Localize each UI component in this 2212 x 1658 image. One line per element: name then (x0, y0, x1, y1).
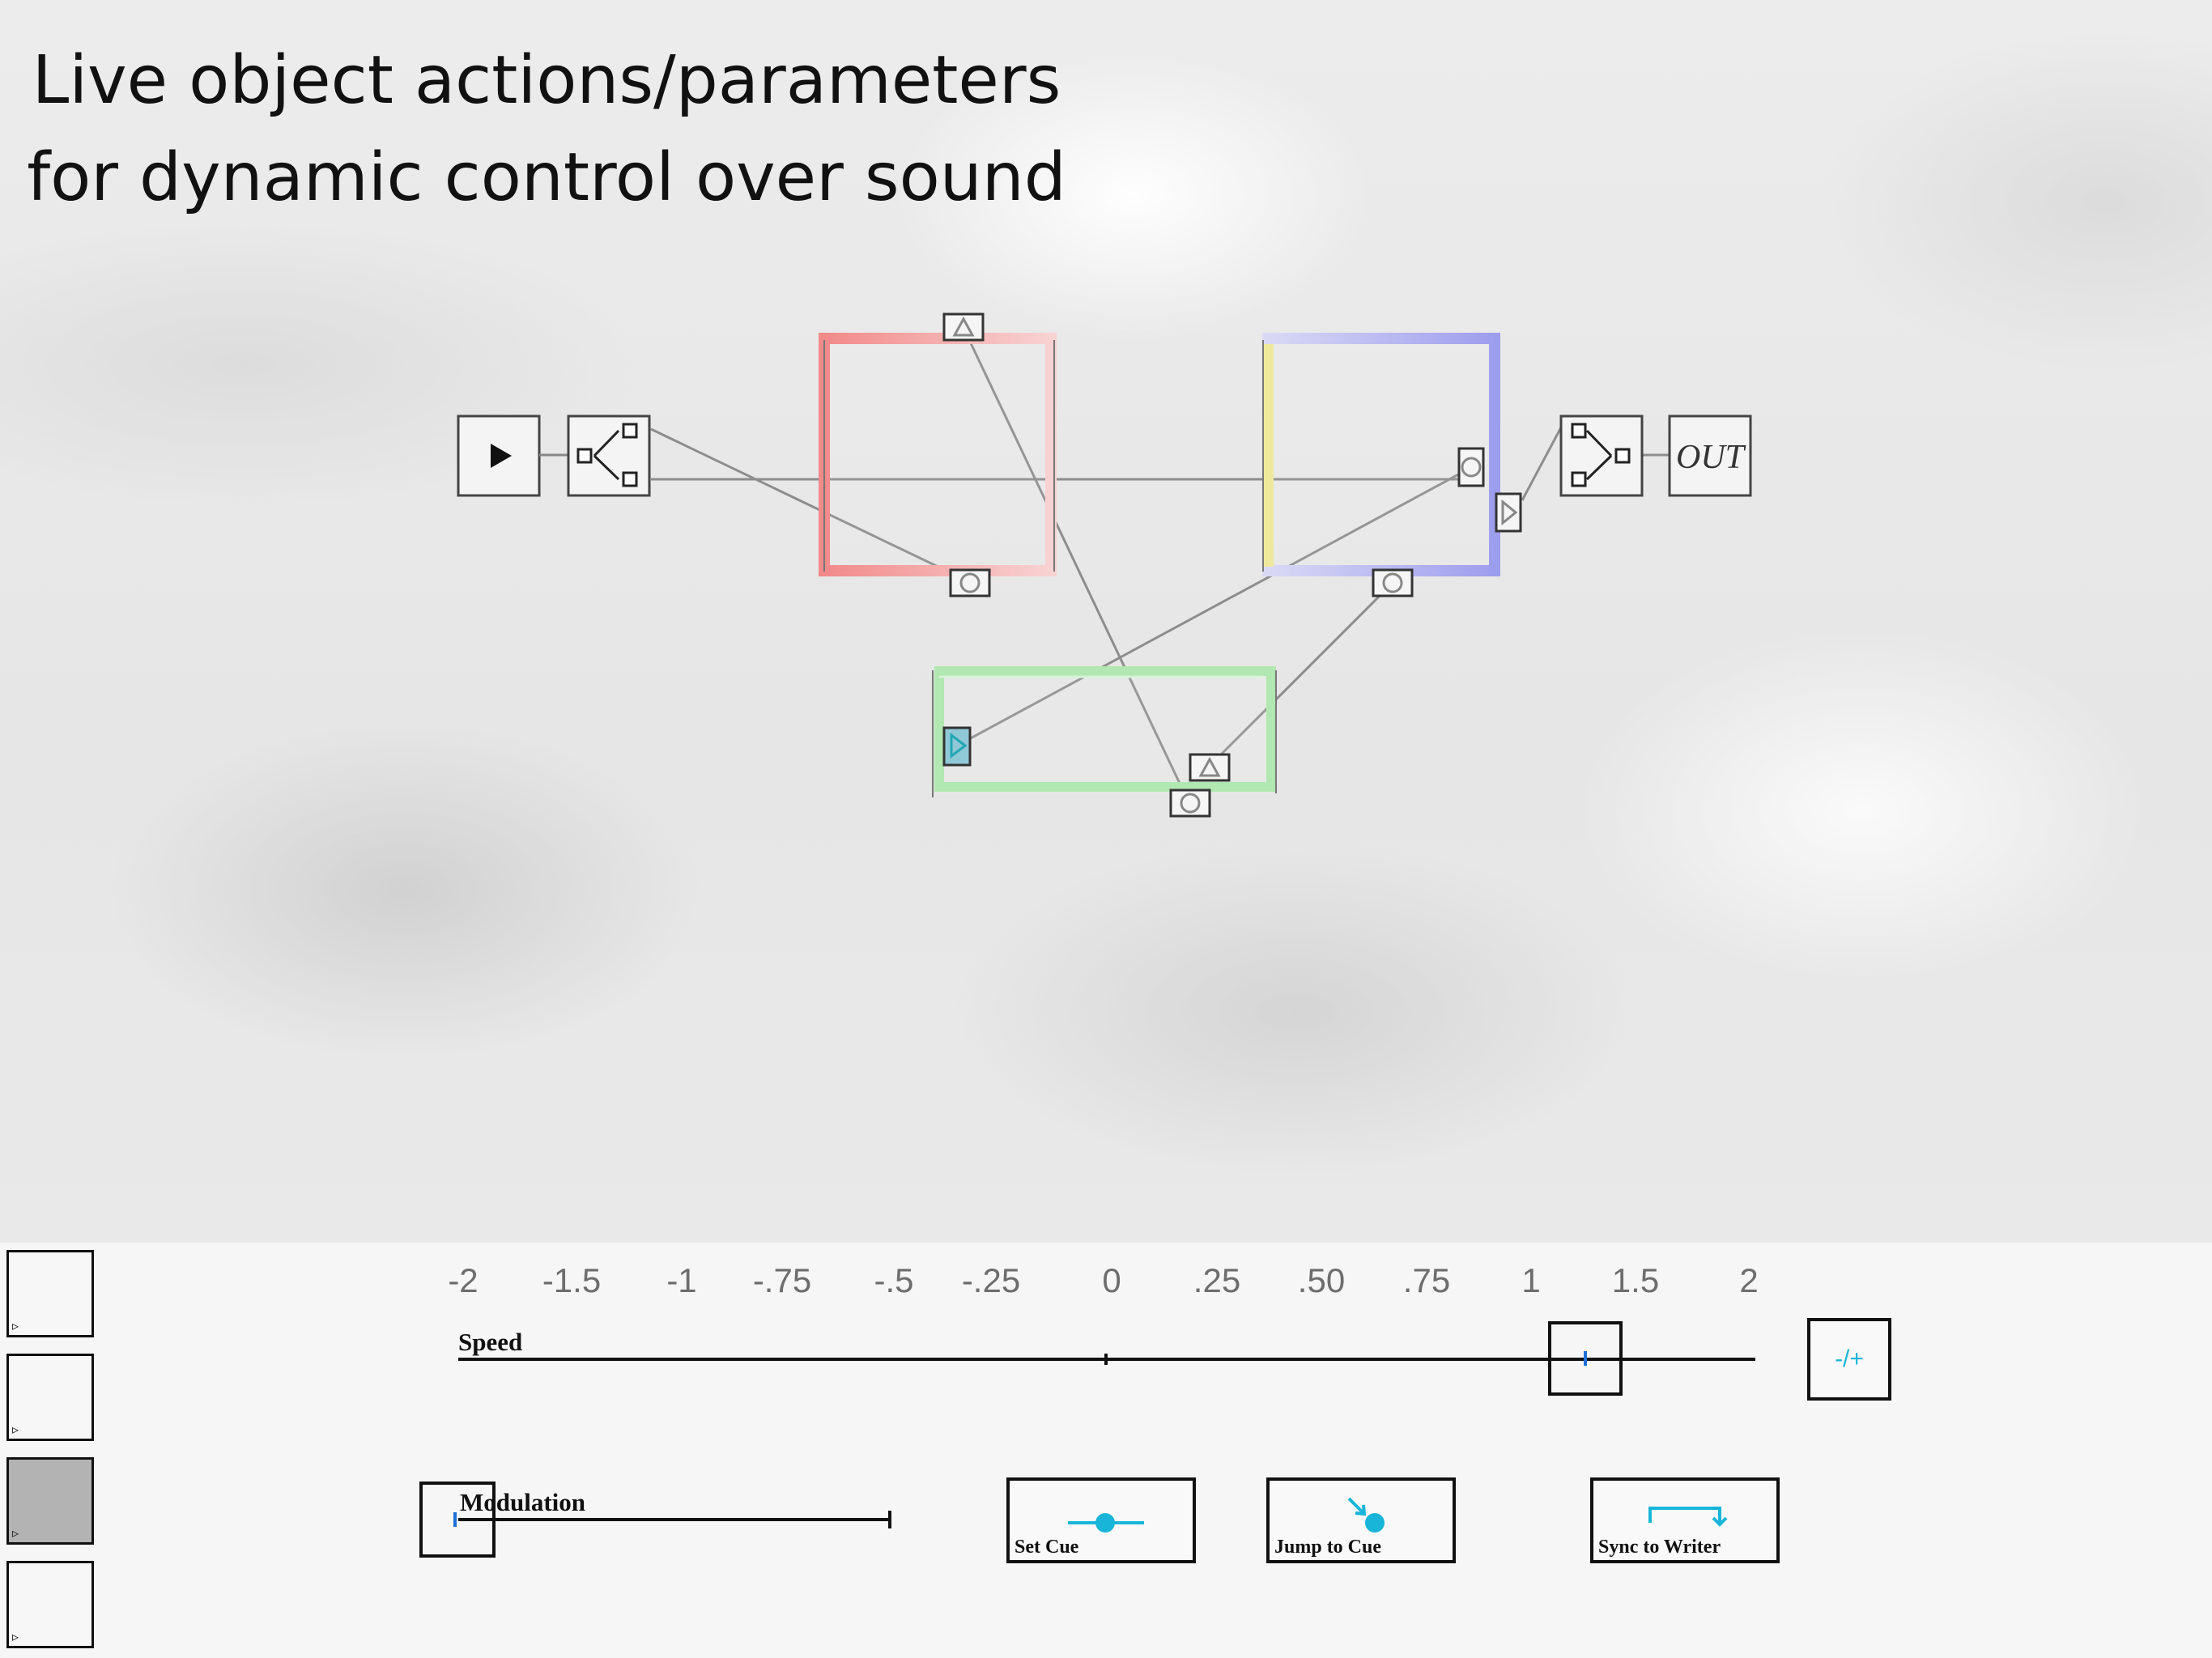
green-module-play-port[interactable] (942, 726, 972, 767)
set-cue-icon (1068, 1513, 1144, 1533)
speed-zero-mark (1104, 1354, 1108, 1365)
green-module-triangle-port[interactable] (1189, 753, 1231, 782)
headline-line-2: for dynamic control over sound (27, 139, 1066, 216)
play-small-icon: ▹ (12, 1318, 19, 1333)
handle-marker (453, 1512, 457, 1527)
speed-tick: -1.5 (542, 1261, 602, 1299)
cable-split-to-red (650, 427, 969, 583)
speed-tick: .25 (1193, 1261, 1241, 1299)
speed-handle[interactable] (1548, 1321, 1623, 1396)
speed-tick: -1 (666, 1261, 697, 1299)
modulation-handle[interactable] (419, 1482, 496, 1558)
control-panel (0, 1243, 2212, 1658)
split-icon (576, 423, 638, 487)
set-cue-button[interactable]: Set Cue (1006, 1477, 1196, 1563)
circle-icon (1382, 572, 1403, 593)
circle-icon (959, 572, 981, 593)
cable-red-to-green (962, 327, 1192, 806)
red-module-circle-port[interactable] (949, 568, 991, 597)
scene-thumbnail-3[interactable]: ▹ (6, 1457, 94, 1545)
modulation-label: Modulation (460, 1488, 586, 1516)
speed-tick: 1.5 (1611, 1261, 1660, 1299)
play-small-icon: ▹ (12, 1629, 19, 1644)
speed-tick: 1 (1521, 1261, 1541, 1299)
patch-cables (650, 327, 1670, 806)
circle-icon (1461, 457, 1482, 478)
play-icon (491, 444, 512, 468)
handle-marker (1584, 1351, 1587, 1366)
speed-tick: 0 (1102, 1261, 1121, 1299)
sync-to-writer-icon (1648, 1507, 1728, 1527)
modulation-end-mark (888, 1511, 891, 1528)
cable-to-merge (1521, 427, 1563, 501)
cable-green-to-yellow (1208, 581, 1394, 767)
blue-module[interactable] (1262, 333, 1500, 576)
set-cue-label: Set Cue (1015, 1537, 1079, 1558)
speed-tick: .50 (1297, 1261, 1346, 1299)
modulation-track[interactable] (458, 1518, 891, 1521)
green-module-circle-port[interactable] (1169, 789, 1211, 818)
scene-thumbnail-1[interactable]: ▹ (6, 1250, 94, 1337)
blue-module-circle-port-right[interactable] (1457, 447, 1485, 487)
green-module[interactable] (932, 666, 1277, 797)
speed-tick: .75 (1402, 1261, 1451, 1299)
cable-green-to-blue (956, 466, 1473, 747)
speed-tick: -.25 (961, 1261, 1021, 1299)
sync-to-writer-button[interactable]: Sync to Writer (1590, 1477, 1780, 1563)
headline-line-1: Live object actions/parameters (32, 42, 1061, 119)
play-node[interactable] (457, 414, 541, 497)
triangle-icon (1198, 756, 1221, 777)
red-module-triangle-port[interactable] (942, 312, 985, 342)
speed-label: Speed (458, 1328, 523, 1356)
play-outline-icon (950, 732, 968, 759)
jump-to-cue-button[interactable]: Jump to Cue (1266, 1477, 1456, 1563)
patch-canvas: OUT (457, 0, 1752, 818)
speed-tick: 2 (1739, 1261, 1759, 1299)
blue-module-circle-port-bottom[interactable] (1372, 568, 1414, 597)
direction-toggle-button[interactable]: -/+ (1807, 1318, 1891, 1401)
blue-module-play-port[interactable] (1495, 492, 1522, 533)
play-small-icon: ▹ (12, 1422, 19, 1437)
out-node[interactable]: OUT (1668, 414, 1752, 497)
speed-tick: -.5 (874, 1261, 914, 1299)
scene-thumbnail-4[interactable]: ▹ (6, 1561, 94, 1648)
merge-icon (1571, 423, 1631, 487)
jump-to-cue-icon (1347, 1497, 1385, 1533)
red-module[interactable] (819, 333, 1057, 576)
headline: Live object actions/parameters for dynam… (0, 32, 1093, 227)
speed-tick: -2 (448, 1261, 479, 1299)
splitter-node[interactable] (567, 414, 651, 497)
circle-icon (1180, 793, 1201, 814)
jump-to-cue-label: Jump to Cue (1274, 1537, 1382, 1558)
scene-thumbnail-2[interactable]: ▹ (6, 1354, 94, 1441)
speed-tick: -.75 (752, 1261, 812, 1299)
blurred-background (0, 0, 2212, 1243)
play-outline-icon (1501, 499, 1518, 526)
merger-node[interactable] (777, 0, 1644, 497)
triangle-icon (952, 316, 975, 337)
play-small-icon: ▹ (12, 1525, 19, 1541)
sync-to-writer-label: Sync to Writer (1598, 1537, 1721, 1558)
out-label: OUT (1676, 439, 1746, 476)
